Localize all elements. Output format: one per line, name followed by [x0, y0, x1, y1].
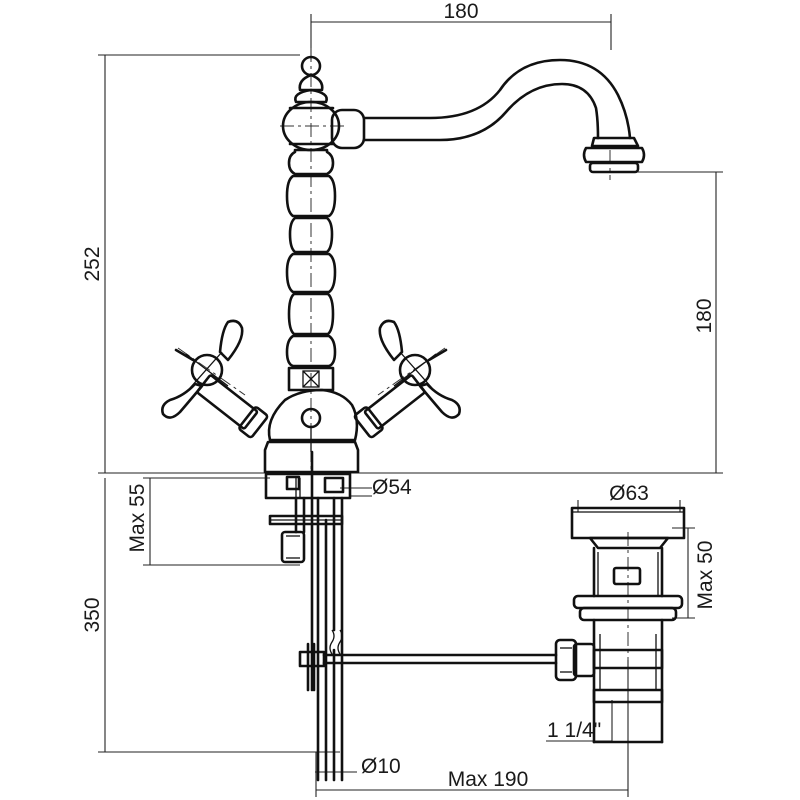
dimension-labels: 180 252 180 Ø54 Max 55 350 Ø63 Max 50 1 …	[81, 0, 717, 791]
below-deck-length-label: 350	[81, 597, 104, 632]
tap-body	[263, 55, 366, 782]
total-height-label: 252	[81, 246, 104, 281]
spout	[362, 58, 646, 174]
waste-thread-label: 1 1/4"	[547, 719, 601, 742]
spout-reach-label: 180	[443, 0, 478, 23]
base-diameter-label: Ø54	[372, 476, 412, 499]
pop-up-waste	[322, 506, 686, 744]
spout-height-label: 180	[693, 298, 716, 333]
waste-top-diameter-label: Ø63	[609, 482, 649, 505]
rod-max-distance-label: Max 190	[448, 768, 529, 791]
rod-diameter-label: Ø10	[361, 755, 401, 778]
left-cross-handle	[161, 319, 269, 439]
right-cross-handle	[353, 319, 461, 439]
deck-thickness-label: Max 55	[126, 484, 149, 553]
waste-max-thickness-label: Max 50	[694, 541, 717, 610]
